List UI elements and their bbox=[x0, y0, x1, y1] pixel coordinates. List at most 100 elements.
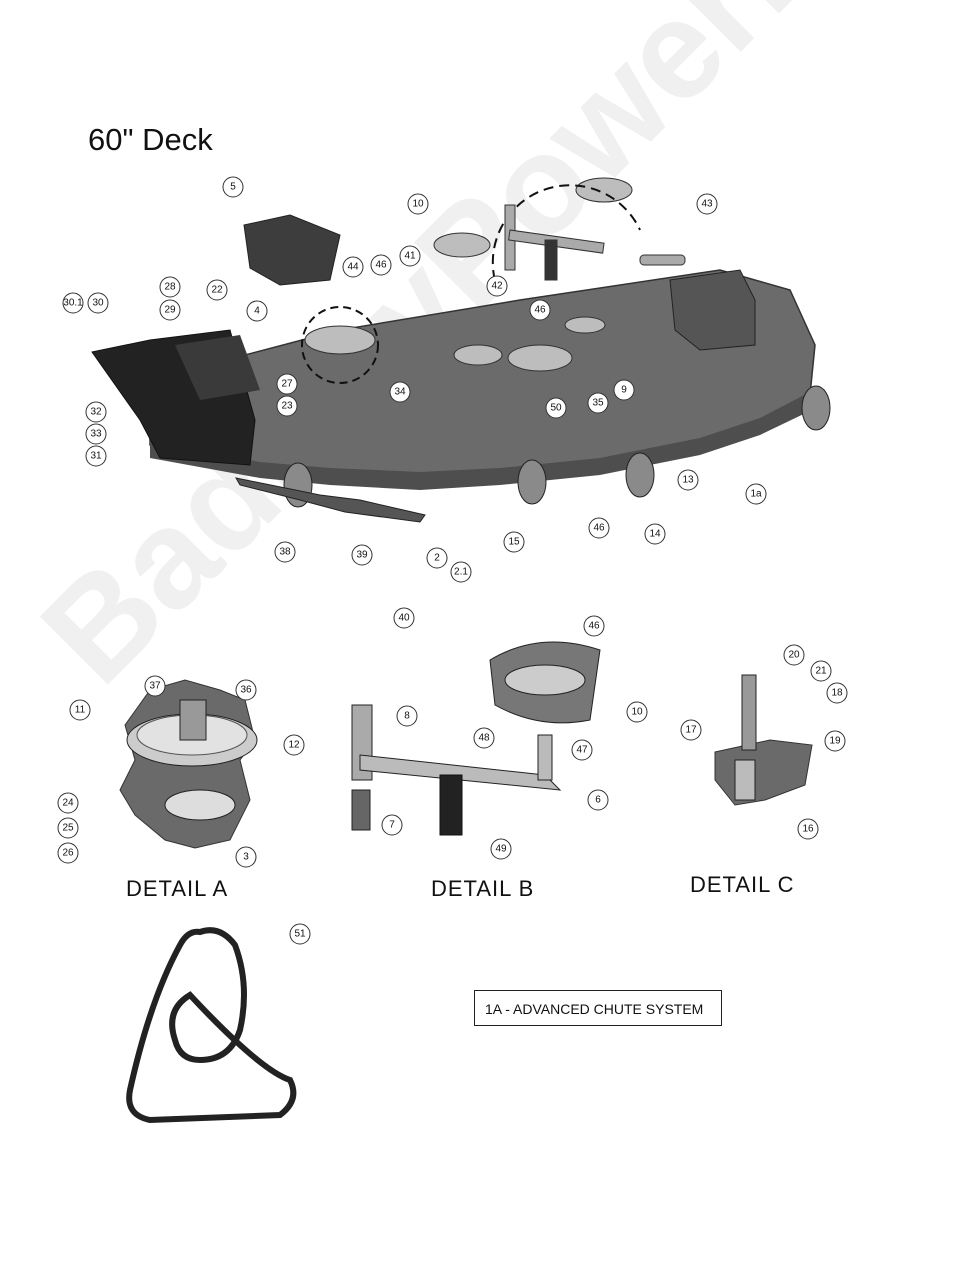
detail-a-drawing bbox=[119, 679, 258, 849]
svg-text:8: 8 bbox=[404, 711, 410, 722]
svg-text:32: 32 bbox=[90, 407, 102, 418]
svg-text:40: 40 bbox=[398, 613, 410, 624]
svg-text:15: 15 bbox=[508, 537, 520, 548]
svg-text:7: 7 bbox=[389, 820, 395, 831]
svg-text:22: 22 bbox=[211, 285, 223, 296]
callout-5: 5 bbox=[222, 176, 244, 198]
svg-text:6: 6 bbox=[595, 795, 601, 806]
svg-text:3: 3 bbox=[243, 852, 249, 863]
callout-16: 16 bbox=[797, 818, 819, 840]
svg-text:9: 9 bbox=[621, 385, 627, 396]
callout-12: 12 bbox=[283, 734, 305, 756]
svg-text:10: 10 bbox=[412, 199, 424, 210]
svg-text:23: 23 bbox=[281, 401, 293, 412]
mower-blade bbox=[235, 477, 426, 523]
callout-48: 48 bbox=[473, 727, 495, 749]
svg-text:31: 31 bbox=[90, 451, 102, 462]
svg-text:18: 18 bbox=[831, 688, 843, 699]
svg-text:17: 17 bbox=[685, 725, 697, 736]
callout-44: 44 bbox=[342, 256, 364, 278]
callout-46-d: 46 bbox=[583, 615, 605, 637]
callout-47: 47 bbox=[571, 739, 593, 761]
svg-text:46: 46 bbox=[534, 305, 546, 316]
svg-text:48: 48 bbox=[478, 733, 490, 744]
callout-26: 26 bbox=[57, 842, 79, 864]
callout-19: 19 bbox=[824, 730, 846, 752]
callout-3: 3 bbox=[235, 846, 257, 868]
svg-text:21: 21 bbox=[815, 666, 827, 677]
svg-text:28: 28 bbox=[164, 282, 176, 293]
svg-text:36: 36 bbox=[240, 685, 252, 696]
callout-6: 6 bbox=[587, 789, 609, 811]
callout-34: 34 bbox=[389, 381, 411, 403]
callout-38: 38 bbox=[274, 541, 296, 563]
callout-15: 15 bbox=[503, 531, 525, 553]
callout-14: 14 bbox=[644, 523, 666, 545]
callout-27: 27 bbox=[276, 373, 298, 395]
svg-text:43: 43 bbox=[701, 199, 713, 210]
callout-8: 8 bbox=[396, 705, 418, 727]
callout-46-a: 46 bbox=[370, 254, 392, 276]
callout-1a: 1a bbox=[745, 483, 767, 505]
callout-2.1: 2.1 bbox=[450, 561, 472, 583]
callout-31: 31 bbox=[85, 445, 107, 467]
callout-4: 4 bbox=[246, 300, 268, 322]
callout-42: 42 bbox=[486, 275, 508, 297]
callout-46-b: 46 bbox=[529, 299, 551, 321]
svg-text:24: 24 bbox=[62, 798, 74, 809]
svg-text:39: 39 bbox=[356, 550, 368, 561]
callout-11: 11 bbox=[69, 699, 91, 721]
callout-32: 32 bbox=[85, 401, 107, 423]
svg-text:2.1: 2.1 bbox=[454, 567, 468, 578]
svg-text:4: 4 bbox=[254, 306, 260, 317]
svg-text:10: 10 bbox=[631, 707, 643, 718]
callout-13: 13 bbox=[677, 469, 699, 491]
svg-text:29: 29 bbox=[164, 305, 176, 316]
svg-text:5: 5 bbox=[230, 182, 236, 193]
callout-10-a: 10 bbox=[407, 193, 429, 215]
deck-pulleys bbox=[304, 177, 633, 372]
callout-30.1: 30.1 bbox=[62, 292, 84, 314]
callout-49: 49 bbox=[490, 838, 512, 860]
svg-text:11: 11 bbox=[75, 705, 86, 716]
svg-text:12: 12 bbox=[288, 740, 300, 751]
callout-50: 50 bbox=[545, 397, 567, 419]
svg-text:47: 47 bbox=[576, 745, 588, 756]
callout-40: 40 bbox=[393, 607, 415, 629]
callout-33: 33 bbox=[85, 423, 107, 445]
callout-25: 25 bbox=[57, 817, 79, 839]
callout-37: 37 bbox=[144, 675, 166, 697]
callout-39: 39 bbox=[351, 544, 373, 566]
svg-text:46: 46 bbox=[593, 523, 605, 534]
svg-text:37: 37 bbox=[149, 681, 161, 692]
callout-41: 41 bbox=[399, 245, 421, 267]
callout-18: 18 bbox=[826, 682, 848, 704]
callout-9: 9 bbox=[613, 379, 635, 401]
callout-28: 28 bbox=[159, 276, 181, 298]
callout-22: 22 bbox=[206, 279, 228, 301]
callout-43: 43 bbox=[696, 193, 718, 215]
svg-text:20: 20 bbox=[788, 650, 800, 661]
svg-text:46: 46 bbox=[588, 621, 600, 632]
detail-b-label: DETAIL B bbox=[431, 876, 535, 901]
callout-20: 20 bbox=[783, 644, 805, 666]
callout-35: 35 bbox=[587, 392, 609, 414]
svg-text:26: 26 bbox=[62, 848, 74, 859]
svg-text:30.1: 30.1 bbox=[63, 298, 83, 309]
detail-b-drawing bbox=[351, 641, 601, 836]
svg-text:1a: 1a bbox=[750, 489, 762, 500]
svg-text:34: 34 bbox=[394, 387, 406, 398]
svg-text:14: 14 bbox=[649, 529, 661, 540]
idler-arm-top bbox=[504, 204, 686, 281]
svg-text:51: 51 bbox=[294, 929, 306, 940]
svg-text:41: 41 bbox=[404, 251, 416, 262]
callout-7: 7 bbox=[381, 814, 403, 836]
drive-belt bbox=[126, 927, 297, 1124]
callout-30: 30 bbox=[87, 292, 109, 314]
svg-text:35: 35 bbox=[592, 398, 604, 409]
svg-text:27: 27 bbox=[281, 379, 293, 390]
svg-text:38: 38 bbox=[279, 547, 291, 558]
callout-17: 17 bbox=[680, 719, 702, 741]
svg-text:42: 42 bbox=[491, 281, 503, 292]
